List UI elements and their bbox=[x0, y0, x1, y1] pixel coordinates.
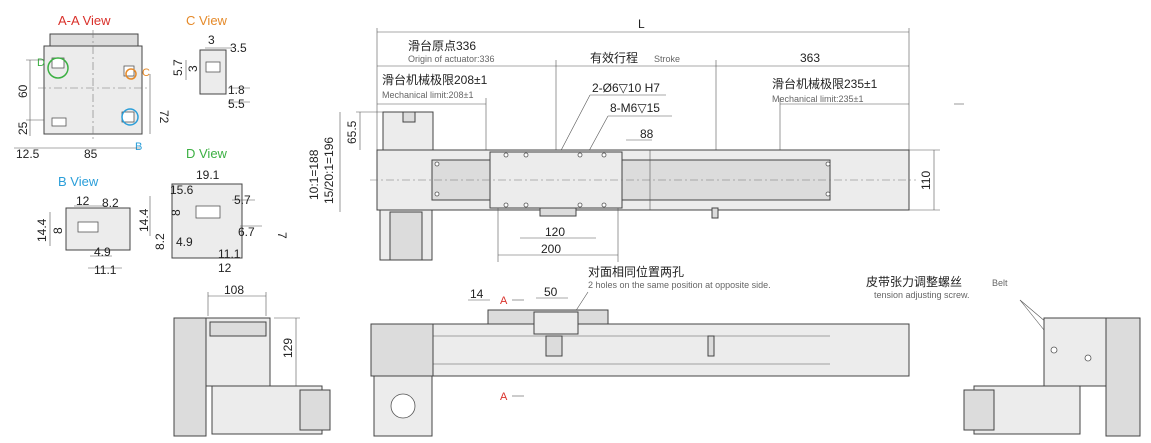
mech-left-en: Mechanical limit:208±1 bbox=[382, 90, 473, 100]
section-marker-a-top: A bbox=[500, 295, 508, 307]
aa-dim-25: 25 bbox=[16, 121, 30, 135]
d-dim-11-1: 11.1 bbox=[218, 247, 241, 261]
dim-65-5: 65.5 bbox=[345, 120, 359, 144]
dim-L: L bbox=[638, 17, 645, 31]
c-dim-3-5: 3.5 bbox=[230, 41, 247, 55]
stroke-en: Stroke bbox=[654, 54, 680, 64]
dim-50: 50 bbox=[544, 285, 558, 299]
aa-dim-72: 72 bbox=[157, 110, 171, 124]
aa-dim-85: 85 bbox=[84, 147, 98, 161]
d-dim-7: 7 bbox=[275, 232, 289, 239]
section-marker-a-bottom: A bbox=[500, 391, 508, 403]
b-dim-4-9: 4.9 bbox=[94, 245, 111, 259]
b-view-title: B View bbox=[58, 174, 99, 189]
dim-120: 120 bbox=[545, 225, 565, 239]
c-dim-3b: 3 bbox=[186, 65, 200, 72]
ratio-2: 15/20:1=196 bbox=[322, 137, 336, 204]
d-dim-8: 8 bbox=[169, 209, 183, 216]
c-dim-5-7: 5.7 bbox=[171, 59, 185, 76]
belt-cn: 皮带张力调整螺丝 bbox=[866, 274, 962, 289]
d-dim-14-4: 14.4 bbox=[137, 208, 151, 232]
b-dim-14-4: 14.4 bbox=[35, 218, 49, 242]
b-dim-12: 12 bbox=[76, 194, 90, 208]
b-dim-11-1: 11.1 bbox=[94, 263, 117, 277]
d-dim-15-6: 15.6 bbox=[170, 183, 194, 197]
aa-marker-b-circle bbox=[121, 108, 139, 126]
b-dim-8-2: 8.2 bbox=[102, 196, 119, 210]
dim-200: 200 bbox=[541, 242, 561, 256]
b-dim-8: 8 bbox=[51, 227, 65, 234]
mech-left-cn: 滑台机械极限208±1 bbox=[382, 72, 488, 87]
stroke-cn: 有效行程 bbox=[590, 50, 638, 65]
side-view-left: 108 129 bbox=[173, 283, 331, 437]
opp-en: 2 holes on the same position at opposite… bbox=[588, 280, 771, 290]
rail-body-front bbox=[370, 323, 910, 377]
mech-right-cn: 滑台机械极限235±1 bbox=[772, 76, 878, 91]
aa-view: A-A View D C B 60 25 12.5 85 72 bbox=[14, 13, 171, 161]
d-view: D View 19.1 15.6 5.7 14.4 8 8.2 4.9 6.7 … bbox=[137, 146, 289, 275]
dim-110: 110 bbox=[919, 171, 933, 190]
aa-dim-60: 60 bbox=[16, 84, 30, 98]
aa-top-cap bbox=[49, 33, 139, 47]
front-view: 14 50 对面相同位置两孔 2 holes on the same posit… bbox=[370, 264, 910, 437]
belt-en-1: Belt bbox=[992, 278, 1008, 288]
opp-cn: 对面相同位置两孔 bbox=[588, 264, 684, 279]
c-view: C View 3 3.5 5.7 3 1.8 5.5 bbox=[171, 13, 250, 111]
b-view: B View 12 8.2 14.4 8 4.9 11.1 bbox=[35, 174, 131, 277]
aa-view-title: A-A View bbox=[58, 13, 111, 28]
dim-129: 129 bbox=[281, 338, 295, 358]
aa-marker-c-circle bbox=[125, 68, 137, 80]
c-dim-1-8: 1.8 bbox=[228, 83, 245, 97]
d-view-title: D View bbox=[186, 146, 228, 161]
dim-14: 14 bbox=[470, 287, 484, 301]
d-dim-19-1: 19.1 bbox=[196, 168, 220, 182]
mech-right-en: Mechanical limit:235±1 bbox=[772, 94, 863, 104]
c-dim-3: 3 bbox=[208, 33, 215, 47]
dim-108: 108 bbox=[224, 283, 244, 297]
c-dim-5-5: 5.5 bbox=[228, 97, 245, 111]
d-dim-8-2: 8.2 bbox=[153, 233, 167, 250]
belt-en-2: tension adjusting screw. bbox=[874, 290, 970, 300]
holes-callout-2: 8-M6▽15 bbox=[610, 101, 660, 115]
aa-dim-12-5: 12.5 bbox=[16, 147, 40, 161]
aa-marker-d-label: D bbox=[37, 57, 45, 69]
dim-363: 363 bbox=[800, 51, 820, 65]
d-dim-6-7: 6.7 bbox=[238, 225, 255, 239]
holes-callout-1: 2-Ø6▽10 H7 bbox=[592, 81, 660, 95]
d-dim-4-9: 4.9 bbox=[176, 235, 193, 249]
c-view-title: C View bbox=[186, 13, 228, 28]
d-dim-5-7: 5.7 bbox=[234, 193, 251, 207]
side-view-right: 皮带张力调整螺丝 Belt tension adjusting screw. bbox=[866, 274, 1141, 437]
origin-cn: 滑台原点336 bbox=[408, 38, 476, 53]
origin-en: Origin of actuator:336 bbox=[408, 54, 495, 64]
aa-marker-b-label: B bbox=[135, 141, 142, 153]
main-top-view: L 滑台原点336 Origin of actuator:336 有效行程 St… bbox=[307, 17, 940, 262]
d-dim-12: 12 bbox=[218, 261, 232, 275]
aa-marker-d-circle bbox=[47, 57, 69, 79]
ratio-1: 10:1=188 bbox=[307, 149, 321, 200]
aa-marker-c-label: C bbox=[142, 67, 150, 79]
dim-88: 88 bbox=[640, 127, 654, 141]
